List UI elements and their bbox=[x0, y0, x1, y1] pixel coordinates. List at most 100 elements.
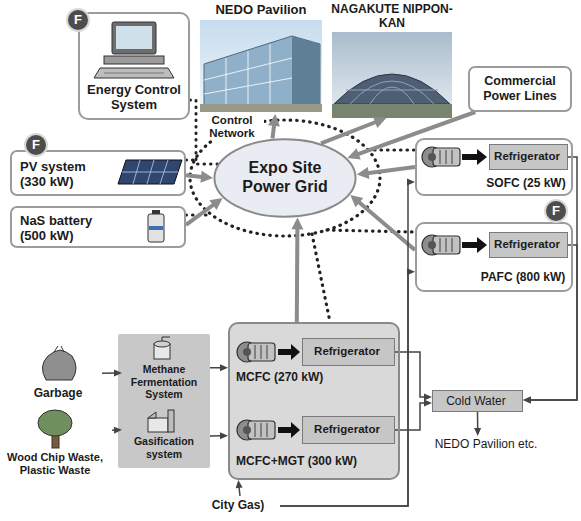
hall-ground bbox=[332, 104, 452, 118]
node-text: Garbage bbox=[18, 386, 98, 400]
pavilion-picture: NEDO Pavilion bbox=[198, 2, 328, 114]
feature-badge: F bbox=[24, 133, 48, 157]
node-text: Refrigerator bbox=[303, 345, 391, 359]
node-text: Gasification system bbox=[122, 435, 206, 460]
pavilion-ground bbox=[200, 104, 322, 112]
connector bbox=[321, 117, 386, 144]
connector bbox=[112, 427, 122, 434]
node-text: Energy Control System bbox=[84, 82, 184, 113]
arrowhead bbox=[291, 217, 303, 229]
arrowhead bbox=[236, 480, 243, 488]
arrowhead bbox=[373, 117, 386, 128]
node-text: Cold Water bbox=[433, 394, 519, 408]
generator-icon bbox=[422, 147, 460, 167]
solar-panel-grid bbox=[122, 160, 178, 184]
process-band bbox=[118, 334, 210, 468]
connector-line bbox=[280, 272, 409, 506]
pavilion-side bbox=[292, 36, 320, 106]
arrowhead bbox=[220, 432, 228, 439]
heat-arrow bbox=[462, 149, 487, 165]
waste-source: Wood Chip Waste, Plastic Waste bbox=[2, 408, 112, 482]
connector bbox=[291, 217, 303, 322]
connector bbox=[357, 167, 415, 179]
cold-water-box: Cold Water bbox=[432, 390, 523, 412]
process-unit: Methane Fermentation System bbox=[122, 338, 210, 404]
node-text: NAGAKUTE NIPPON-KAN bbox=[330, 2, 454, 30]
monitor bbox=[112, 22, 156, 54]
node-text: PAFC (800 kW) bbox=[477, 270, 569, 284]
keyboard bbox=[94, 68, 174, 78]
arrowhead bbox=[200, 171, 213, 183]
garbage-bag-tie bbox=[54, 346, 64, 352]
node-text: NEDO Pavilion bbox=[198, 2, 324, 17]
node-text: City Gas) bbox=[200, 498, 276, 512]
node-text: Refrigerator bbox=[490, 150, 564, 164]
garbage-bag bbox=[42, 350, 76, 380]
connector bbox=[210, 364, 228, 371]
arrowhead bbox=[114, 370, 122, 377]
feature-badge: F bbox=[66, 8, 90, 32]
arrowhead bbox=[424, 394, 432, 401]
connector bbox=[395, 352, 432, 401]
fuel-cell-panel: PAFC (800 kW) Refrigerator bbox=[415, 222, 573, 292]
connector bbox=[347, 112, 475, 160]
arrowhead bbox=[407, 179, 415, 186]
heat-arrow bbox=[278, 344, 300, 360]
gasifier-stack bbox=[168, 410, 174, 432]
node-text: Refrigerator bbox=[303, 423, 391, 437]
ellipse-shape bbox=[214, 139, 355, 217]
battery-band bbox=[149, 226, 163, 230]
waste-source: Garbage bbox=[18, 348, 102, 404]
connector-line bbox=[365, 167, 415, 173]
fermenter-top bbox=[154, 341, 170, 347]
connector bbox=[186, 198, 223, 225]
arrowhead bbox=[268, 114, 280, 127]
control-system-box: Energy Control System bbox=[78, 12, 190, 120]
generator-icon bbox=[237, 420, 275, 440]
pavilion-glass-grid bbox=[204, 44, 292, 106]
heat-arrow bbox=[278, 422, 300, 438]
arrowhead bbox=[209, 198, 222, 210]
arrowhead bbox=[474, 428, 481, 436]
generator-icon bbox=[237, 342, 275, 362]
connector bbox=[268, 114, 280, 139]
connector bbox=[350, 195, 415, 250]
refrigerator-box: Refrigerator bbox=[302, 416, 395, 444]
battery-icon bbox=[148, 214, 164, 242]
generator-icon bbox=[422, 235, 460, 255]
fuel-cell-panel: SOFC (25 kW) Refrigerator bbox=[415, 138, 573, 196]
node-text: NaS battery (500 kW) bbox=[20, 213, 110, 244]
pavilion-building bbox=[204, 36, 320, 106]
connector bbox=[474, 412, 481, 436]
connector-line bbox=[321, 121, 379, 143]
battery-box: NaS battery (500 kW) bbox=[10, 206, 186, 248]
node-text: Wood Chip Waste, Plastic Waste bbox=[2, 451, 108, 477]
node-text: PV system (330 kW) bbox=[20, 159, 108, 190]
hall-picture: NAGAKUTE NIPPON-KAN bbox=[330, 2, 458, 118]
node-text: SOFC (25 kW) bbox=[483, 176, 569, 190]
connector bbox=[280, 268, 415, 506]
network-label: Control Network bbox=[200, 114, 264, 140]
node-text: MCFC (270 kW) bbox=[236, 370, 356, 384]
gasifier-house bbox=[148, 418, 168, 432]
pavilion-photo-sky bbox=[200, 20, 322, 112]
node-text: Expo Site Power Grid bbox=[230, 158, 340, 196]
connector-line bbox=[186, 203, 216, 225]
arrowhead bbox=[407, 268, 415, 275]
arrowhead bbox=[357, 167, 370, 179]
power-grid-ellipse: Expo Site Power Grid bbox=[213, 138, 357, 218]
connector-line bbox=[295, 226, 300, 322]
gasifier-roof bbox=[148, 412, 156, 418]
hall-dome bbox=[334, 74, 450, 104]
arrowhead bbox=[424, 399, 432, 406]
keyboard-keys bbox=[104, 73, 164, 74]
hall-dome-lattice bbox=[346, 81, 438, 104]
power-source-box: Commercial Power Lines bbox=[468, 66, 572, 112]
process-unit: Gasification system bbox=[122, 408, 210, 464]
connector-line bbox=[357, 200, 415, 250]
refrigerator-box: Refrigerator bbox=[302, 338, 395, 366]
arrowhead bbox=[347, 148, 360, 159]
refrigerator-box: Refrigerator bbox=[489, 232, 568, 258]
connector bbox=[395, 399, 432, 430]
